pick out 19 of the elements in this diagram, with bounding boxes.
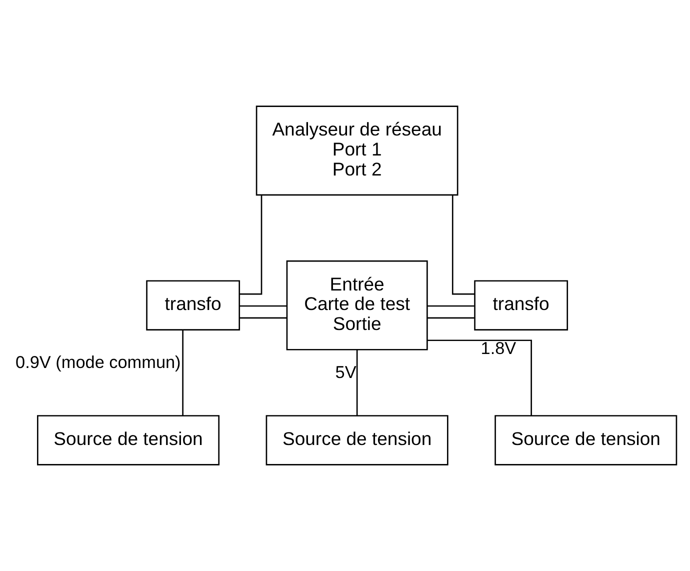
connector xyxy=(356,350,358,416)
connector xyxy=(240,305,286,307)
node-box: Source de tension xyxy=(37,415,220,466)
connector xyxy=(427,340,532,416)
edge-label: 5V xyxy=(335,362,356,382)
node-box: transfo xyxy=(146,280,240,330)
node-box: transfo xyxy=(474,280,568,330)
node-box: Source de tension xyxy=(494,415,678,466)
connector xyxy=(428,305,474,307)
edge-label: 1.8V xyxy=(480,338,516,358)
connector xyxy=(452,195,475,295)
connector xyxy=(182,330,184,416)
node-box: Entrée Carte de test Sortie xyxy=(286,260,428,350)
node-box: Analyseur de réseau Port 1 Port 2 xyxy=(256,106,458,196)
connector xyxy=(239,195,262,295)
edge-label: 0.9V (mode commun) xyxy=(16,352,181,372)
connector xyxy=(240,317,286,319)
connector xyxy=(428,317,474,319)
node-box: Source de tension xyxy=(266,415,448,466)
